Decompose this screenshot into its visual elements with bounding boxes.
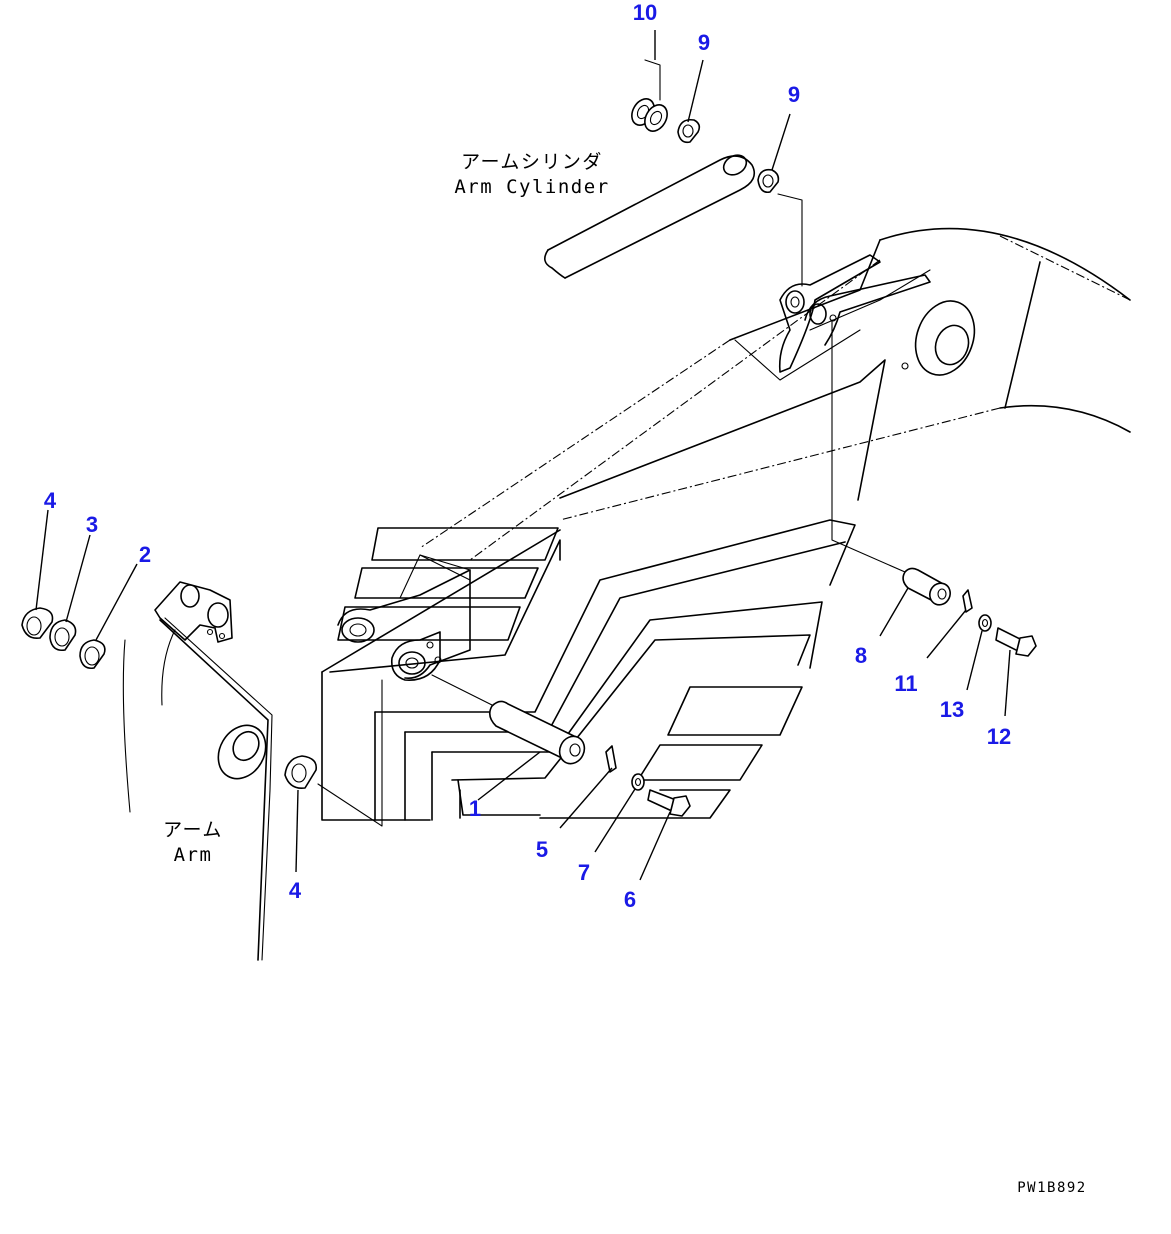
part-9-washer-top [677, 118, 701, 144]
callout-1: 1 [469, 796, 481, 821]
callout-9-top: 9 [698, 30, 710, 55]
boom-plates [321, 359, 886, 821]
callout-8: 8 [855, 643, 867, 668]
callout-11: 11 [894, 671, 917, 696]
part-4-washer-left [21, 607, 54, 640]
part-labels: アームシリンダ Arm Cylinder アーム Arm PW1B892 [163, 151, 1087, 1196]
part-8-pin [831, 319, 951, 606]
callout-5: 5 [536, 837, 548, 862]
part-9-washer [757, 168, 803, 287]
drawing-code: PW1B892 [1017, 1180, 1087, 1196]
part-4-washer [284, 679, 383, 827]
callout-10: 10 [633, 0, 657, 25]
part-10-shims [631, 59, 668, 132]
part-3-washer [49, 619, 77, 652]
boom-body [419, 227, 1131, 561]
boom-foot [337, 554, 471, 681]
part-5-plate [605, 745, 617, 773]
callout-13: 13 [940, 697, 964, 722]
arm-part [122, 581, 273, 961]
callouts: 10 9 9 4 3 2 8 11 13 12 1 5 7 6 4 [44, 0, 1011, 912]
callout-4: 4 [289, 878, 302, 903]
leader-lines [35, 30, 1011, 881]
part-12-bolt [995, 627, 1037, 657]
callout-2: 2 [139, 542, 151, 567]
callout-12: 12 [987, 724, 1011, 749]
callout-4-left: 4 [44, 488, 57, 513]
part-2-washer [79, 639, 106, 670]
part-13-washer [978, 614, 992, 632]
arm-label-jp: アーム [163, 819, 223, 841]
callout-9: 9 [788, 82, 800, 107]
callout-7: 7 [578, 860, 590, 885]
arm-label-en: Arm [174, 844, 213, 866]
part-1-pin [431, 674, 586, 765]
part-11-plate [962, 589, 973, 613]
cylinder-bracket [778, 254, 931, 373]
part-7-washer [631, 773, 645, 791]
callout-6: 6 [624, 887, 636, 912]
part-6-bolt [647, 789, 691, 817]
arm-cylinder-label-jp: アームシリンダ [461, 151, 603, 173]
arm-cylinder [544, 154, 756, 279]
callout-3: 3 [86, 512, 98, 537]
arm-cylinder-label-en: Arm Cylinder [454, 176, 609, 198]
